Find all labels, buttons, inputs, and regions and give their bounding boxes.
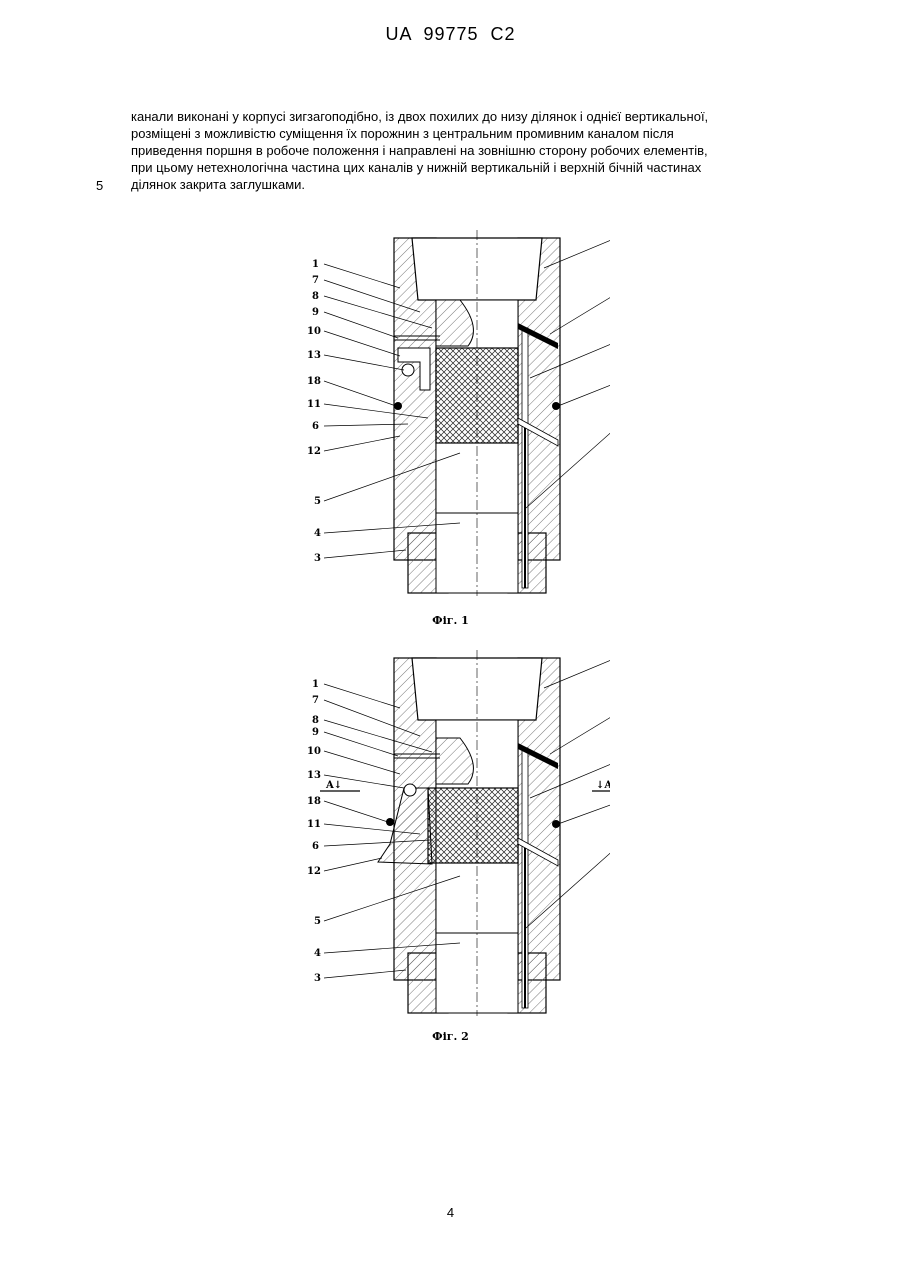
paragraph-line: приведення поршня в робоче положення і н…: [131, 142, 814, 159]
line-number: 5: [96, 178, 103, 193]
fig1-label: 13: [307, 350, 321, 361]
figure-1: 1 7 8 9 10 13 18 11 6 12 5 4 3 2 15 14 1…: [300, 228, 610, 598]
figure-2-drawing: 1 7 8 9 10 13 18 11 6 12 5 4 3 2 15 14 1…: [300, 648, 610, 1018]
fig2-label: 10: [307, 746, 321, 757]
section-marker-left: A↓: [325, 780, 342, 791]
fig2-label: 4: [314, 948, 321, 959]
fig1-label: 8: [312, 291, 319, 302]
fig2-label: 9: [312, 727, 319, 738]
paragraph-line: при цьому нетехнологічна частина цих кан…: [131, 159, 814, 176]
fig2-label: 1: [312, 679, 319, 690]
paragraph-line: канали виконані у корпусі зигзагоподібно…: [131, 108, 814, 125]
fig1-label: 6: [312, 421, 319, 432]
fig1-label: 1: [312, 259, 319, 270]
fig2-label: 11: [307, 819, 321, 830]
fig2-label: 8: [312, 715, 319, 726]
patent-header: UA 99775 C2: [0, 24, 901, 45]
fig1-label: 9: [312, 307, 319, 318]
page-number: 4: [0, 1205, 901, 1220]
body-paragraph: канали виконані у корпусі зигзагоподібно…: [131, 108, 814, 193]
fig1-label: 11: [307, 399, 321, 410]
fig2-label: 6: [312, 841, 319, 852]
fig2-label: 3: [314, 973, 321, 984]
fig1-label: 3: [314, 553, 321, 564]
fig2-label: 13: [307, 770, 321, 781]
paragraph-line: ділянок закрита заглушками.: [131, 176, 814, 193]
fig2-label: 18: [307, 796, 321, 807]
fig1-label: 5: [314, 496, 321, 507]
figure-1-drawing: 1 7 8 9 10 13 18 11 6 12 5 4 3 2 15 14 1…: [300, 228, 610, 598]
fig1-label: 4: [314, 528, 321, 539]
paragraph-line: розміщені з можливістю суміщення їх поро…: [131, 125, 814, 142]
fig1-label: 7: [312, 275, 319, 286]
figure-2-caption: Фіг. 2: [0, 1030, 901, 1043]
section-marker-right: ↓A: [596, 780, 610, 791]
figure-2: 1 7 8 9 10 13 18 11 6 12 5 4 3 2 15 14 1…: [300, 648, 610, 1018]
fig2-label: 12: [307, 866, 321, 877]
figure-1-caption: Фіг. 1: [0, 614, 901, 627]
fig1-label: 10: [307, 326, 321, 337]
fig1-label: 12: [307, 446, 321, 457]
fig2-label: 5: [314, 916, 321, 927]
fig2-label: 7: [312, 695, 319, 706]
fig1-label: 18: [307, 376, 321, 387]
